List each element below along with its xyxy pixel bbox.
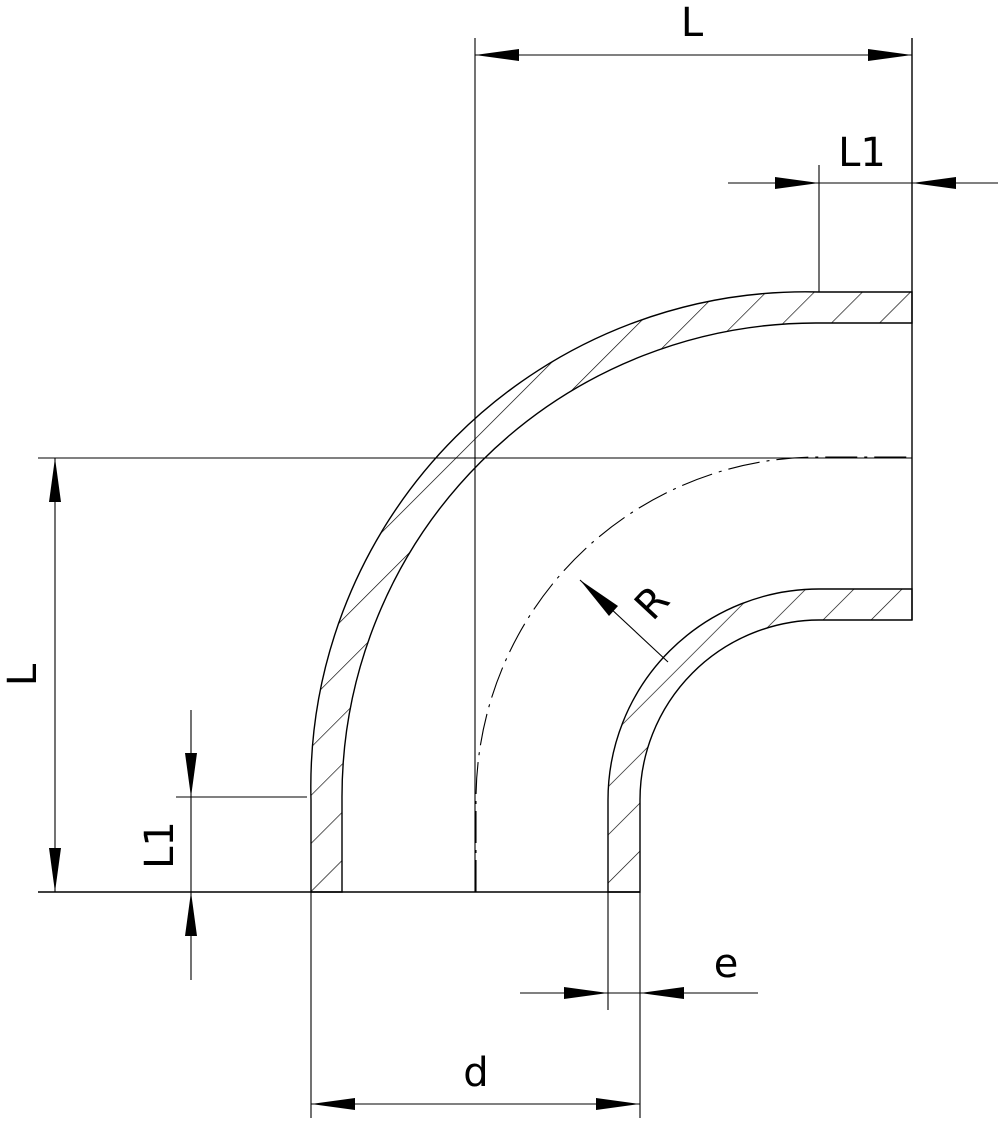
dimension-wall-thickness: e <box>520 941 758 999</box>
bend-centerline <box>475 456 912 892</box>
label-length-vertical: L <box>0 663 46 686</box>
dimension-end-length-vertical: L1 <box>137 710 197 980</box>
dimension-end-length-horizontal: L1 <box>728 130 998 189</box>
label-wall-thickness: e <box>714 941 739 987</box>
label-end-length-horizontal: L1 <box>838 130 886 176</box>
dimension-bend-radius: R <box>579 577 679 663</box>
label-outer-diameter: d <box>463 1050 488 1096</box>
label-bend-radius: R <box>626 577 679 629</box>
dimension-outer-diameter: d <box>311 1050 640 1110</box>
inner-wall-section <box>607 588 913 893</box>
label-length-horizontal: L <box>681 0 704 46</box>
dimension-length-horizontal: L <box>475 0 912 61</box>
dimension-length-vertical: L <box>0 458 61 892</box>
label-end-length-vertical: L1 <box>137 821 183 869</box>
